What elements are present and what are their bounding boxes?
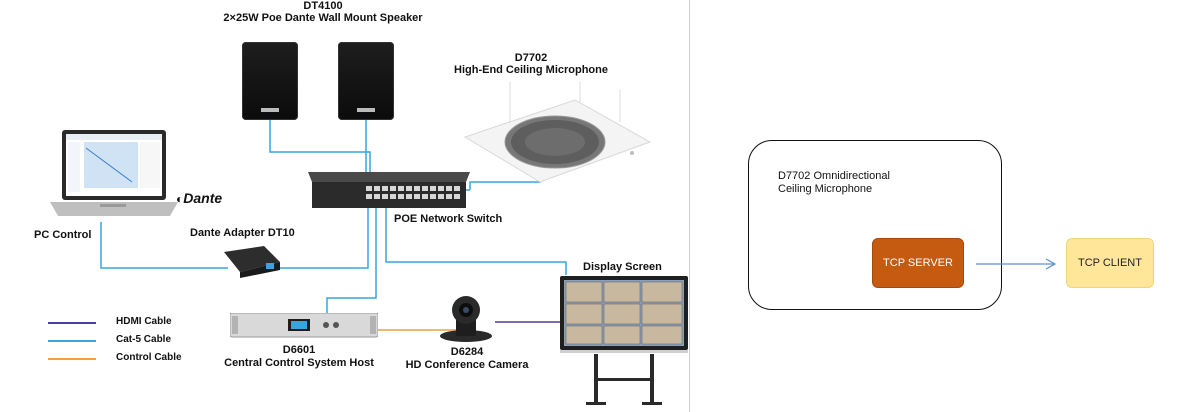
tcp-client-node: TCP CLIENT [1066,238,1154,288]
camera-model: D6284 [450,346,484,358]
legend-label-control: Control Cable [116,352,182,363]
tcp-client-label: TCP CLIENT [1078,257,1142,269]
cat5-cable-display [385,205,567,275]
dante-adapter-label: Dante Adapter DT10 [190,227,295,239]
legend-swatch-control [48,358,96,360]
legend-swatch-cat5 [48,340,96,342]
panel-divider [689,0,690,412]
display-screen [560,276,688,405]
dante-adapter [224,246,280,278]
cat5-cable-pc [100,222,228,269]
ceiling-microphone [463,82,652,183]
legend-item-cat5: Cat-5 Cable [48,334,208,348]
poe-network-switch [308,172,470,208]
tcp-server-node: TCP SERVER [872,238,964,288]
legend-item-hdmi: HDMI Cable [48,316,208,330]
dante-logo-mark: ◐ [176,192,184,206]
display-screen-label: Display Screen [583,261,662,273]
legend-label-cat5: Cat-5 Cable [116,334,172,345]
host-description: Central Control System Host [224,357,374,369]
mic-description: High-End Ceiling Microphone [454,64,608,76]
poe-switch-label: POE Network Switch [394,213,503,225]
camera-description: HD Conference Camera [405,359,529,371]
legend-swatch-hdmi [48,322,96,324]
mic-model: D7702 [514,52,548,64]
central-control-host [230,313,378,338]
microphone-box-label: D7702 Omnidirectional Ceiling Microphone [778,170,890,195]
speaker-description: 2×25W Poe Dante Wall Mount Speaker [223,12,423,24]
cat5-cable-host [326,205,377,313]
dante-logo: ◐Dante [176,190,222,206]
cat5-cable-speaker-left [269,120,367,190]
wall-speaker-left [242,42,298,120]
wall-speaker-right [338,42,394,120]
dante-logo-text: Dante [183,190,223,206]
conference-camera [440,296,492,342]
laptop [50,130,178,216]
legend-item-control: Control Cable [48,352,208,366]
legend-label-hdmi: HDMI Cable [116,316,172,327]
connection-arrow [976,258,1057,270]
pc-control-label: PC Control [34,229,92,241]
speaker-model: DT4100 [303,0,343,12]
tcp-server-label: TCP SERVER [883,257,953,269]
cat5-cable-adapter [278,205,369,269]
host-model: D6601 [282,344,316,356]
